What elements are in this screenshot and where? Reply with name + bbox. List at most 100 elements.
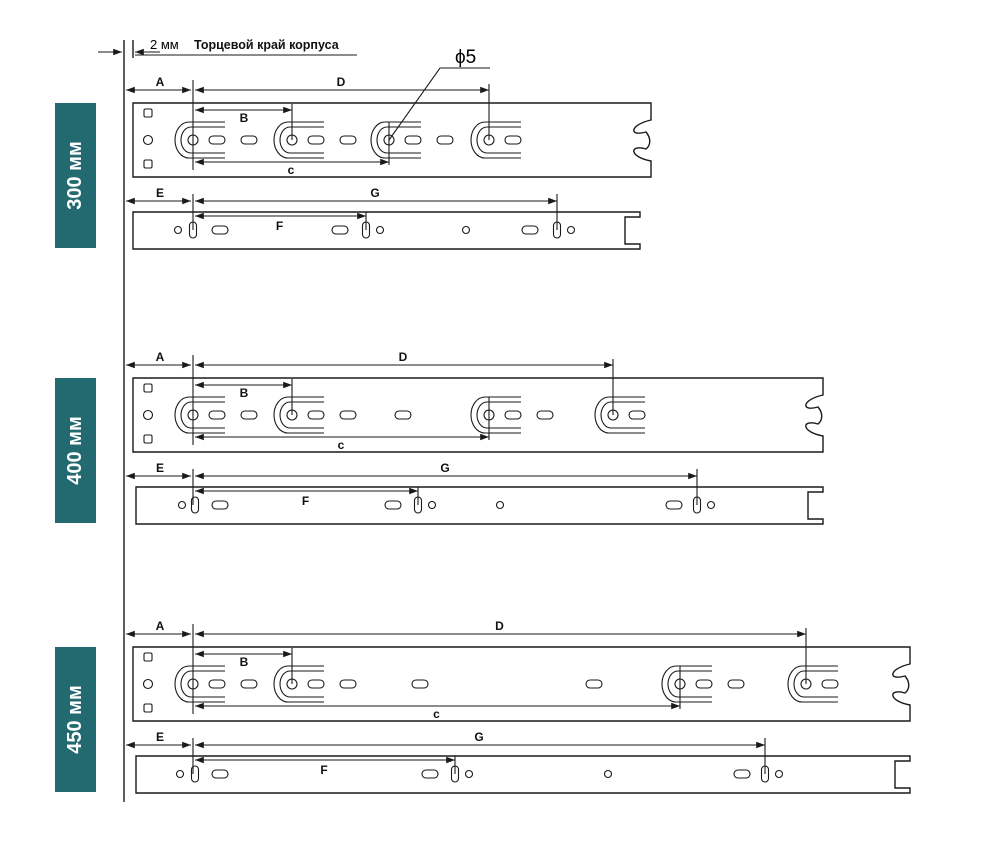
bottom-rail (132, 211, 641, 250)
square-hole (143, 703, 153, 713)
round-hole (142, 134, 154, 146)
bracket-outer (273, 396, 324, 434)
dimension-label-c: c (433, 707, 440, 721)
bracket-inner (180, 670, 225, 698)
dimension-label-b: B (240, 386, 249, 400)
horizontal-slot (339, 679, 357, 689)
dimension-label-c: c (288, 163, 295, 177)
horizontal-slot (821, 679, 839, 689)
bracket-inner (793, 670, 838, 698)
bracket-inner (180, 126, 225, 154)
diameter-leader (388, 67, 490, 141)
round-hole (603, 769, 613, 779)
dimension-label-f: F (320, 763, 327, 777)
horizontal-slot (504, 135, 522, 145)
dimension-label-f: F (302, 494, 309, 508)
horizontal-slot (733, 769, 751, 779)
dimension-label-e: E (156, 461, 164, 475)
horizontal-slot (240, 410, 258, 420)
edge-label: Торцевой край корпуса (194, 38, 340, 52)
length-badge-400: 400 мм (55, 378, 96, 523)
horizontal-slot (521, 225, 539, 235)
square-hole (143, 108, 153, 118)
square-hole (143, 434, 153, 444)
bottom-rail (135, 755, 911, 794)
horizontal-slot (208, 410, 226, 420)
bracket-inner (376, 126, 421, 154)
round-hole (375, 225, 385, 235)
dimension-label-d: D (495, 619, 504, 633)
diameter-label: ϕ5 (455, 47, 476, 68)
bracket-inner (600, 401, 645, 429)
vertical-slot (190, 496, 200, 514)
gap-text: 2 мм (150, 37, 179, 52)
horizontal-slot (339, 410, 357, 420)
horizontal-slot (307, 410, 325, 420)
horizontal-slot (240, 679, 258, 689)
horizontal-slot (504, 410, 522, 420)
round-hole (177, 500, 187, 510)
dimension-label-g: G (440, 461, 449, 475)
length-badge-300: 300 мм (55, 103, 96, 248)
bracket-outer (594, 396, 645, 434)
round-hole (461, 225, 471, 235)
dimension-label-d: D (399, 350, 408, 364)
round-hole (142, 678, 154, 690)
square-hole (143, 159, 153, 169)
horizontal-slot (211, 500, 229, 510)
top-rail (132, 377, 824, 453)
bracket-inner (279, 126, 324, 154)
dimension-label-a: A (156, 75, 165, 89)
bracket-outer (787, 665, 838, 703)
horizontal-slot (695, 679, 713, 689)
bracket-outer (174, 121, 225, 159)
round-hole (566, 225, 576, 235)
dimension-label-g: G (474, 730, 483, 744)
horizontal-slot (384, 500, 402, 510)
dimension-label-d: D (337, 75, 346, 89)
round-hole (175, 769, 185, 779)
bracket-inner (476, 126, 521, 154)
round-hole (142, 409, 154, 421)
round-hole (464, 769, 474, 779)
length-badge-450: 450 мм (55, 647, 96, 792)
round-hole (774, 769, 784, 779)
horizontal-slot (727, 679, 745, 689)
top-rail (132, 646, 911, 722)
horizontal-slot (436, 135, 454, 145)
horizontal-slot (240, 135, 258, 145)
vertical-slot (190, 765, 200, 783)
horizontal-slot (394, 410, 412, 420)
horizontal-slot (411, 679, 429, 689)
dimension-label-b: B (240, 655, 249, 669)
bracket-outer (273, 121, 324, 159)
round-hole (495, 500, 505, 510)
square-hole (143, 652, 153, 662)
horizontal-slot (404, 135, 422, 145)
round-hole (173, 225, 183, 235)
horizontal-slot (339, 135, 357, 145)
horizontal-slot (211, 769, 229, 779)
bracket-outer (174, 396, 225, 434)
bracket-inner (180, 401, 225, 429)
top-rail (132, 102, 652, 178)
bracket-outer (174, 665, 225, 703)
round-hole (706, 500, 716, 510)
dimension-label-f: F (276, 219, 283, 233)
horizontal-slot (585, 679, 603, 689)
horizontal-slot (208, 135, 226, 145)
bracket-inner (476, 401, 521, 429)
bracket-inner (279, 401, 324, 429)
dimension-label-e: E (156, 730, 164, 744)
horizontal-slot (208, 679, 226, 689)
bracket-outer (470, 396, 521, 434)
horizontal-slot (211, 225, 229, 235)
bracket-outer (470, 121, 521, 159)
dimension-label-c: c (338, 438, 345, 452)
horizontal-slot (421, 769, 439, 779)
dimension-label-e: E (156, 186, 164, 200)
dimension-label-g: G (370, 186, 379, 200)
bracket-outer (661, 665, 712, 703)
